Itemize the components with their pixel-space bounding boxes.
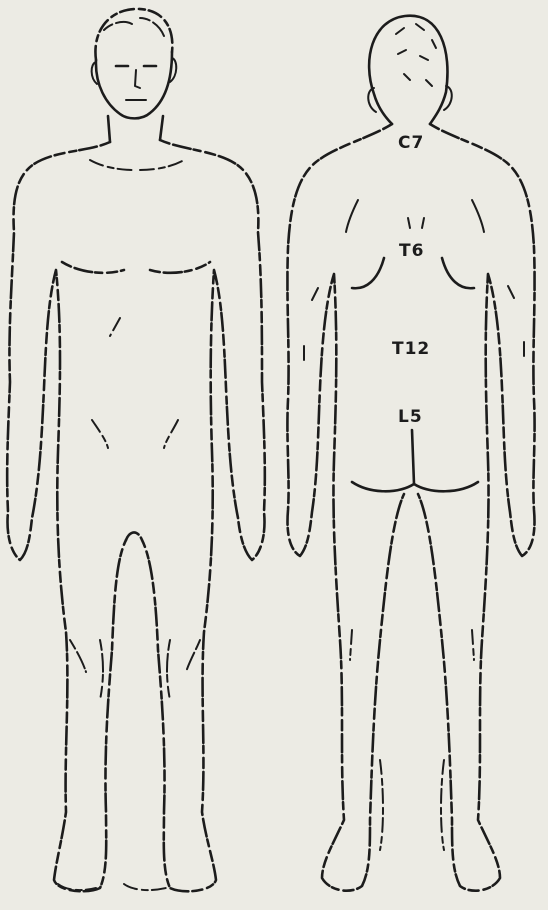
back-calves [350, 630, 474, 850]
back-hair-marks [396, 24, 436, 86]
back-head-outline [369, 16, 447, 124]
back-spine-upper [408, 218, 424, 228]
front-toes-right [124, 884, 166, 890]
back-scapula-right [472, 200, 484, 232]
back-lower-scapula-right [442, 258, 474, 288]
back-gluteal-cleft [412, 430, 414, 484]
front-chest [62, 262, 210, 273]
front-body-outline [7, 142, 126, 891]
front-head-outline [96, 52, 172, 118]
spinal-label-l5: L5 [398, 407, 423, 427]
front-body-outline-right [126, 140, 265, 891]
front-hair-strands [104, 18, 164, 36]
front-nose [135, 70, 140, 88]
back-body-outline-right [418, 124, 535, 891]
front-hair [95, 9, 172, 60]
front-collarbones [90, 160, 184, 170]
spinal-label-t12: T12 [392, 339, 430, 359]
spinal-label-c7: C7 [398, 133, 424, 153]
spinal-label-t6: T6 [399, 241, 424, 261]
back-lower-scapula-left [352, 258, 384, 288]
posterior-figure: C7 T6 T12 L5 [287, 16, 534, 891]
front-knees [70, 640, 200, 700]
front-neck [108, 116, 163, 142]
anterior-figure [7, 9, 265, 891]
front-abdomen [92, 318, 178, 448]
back-scapula-left [346, 200, 358, 232]
back-body-outline-left [287, 124, 404, 891]
